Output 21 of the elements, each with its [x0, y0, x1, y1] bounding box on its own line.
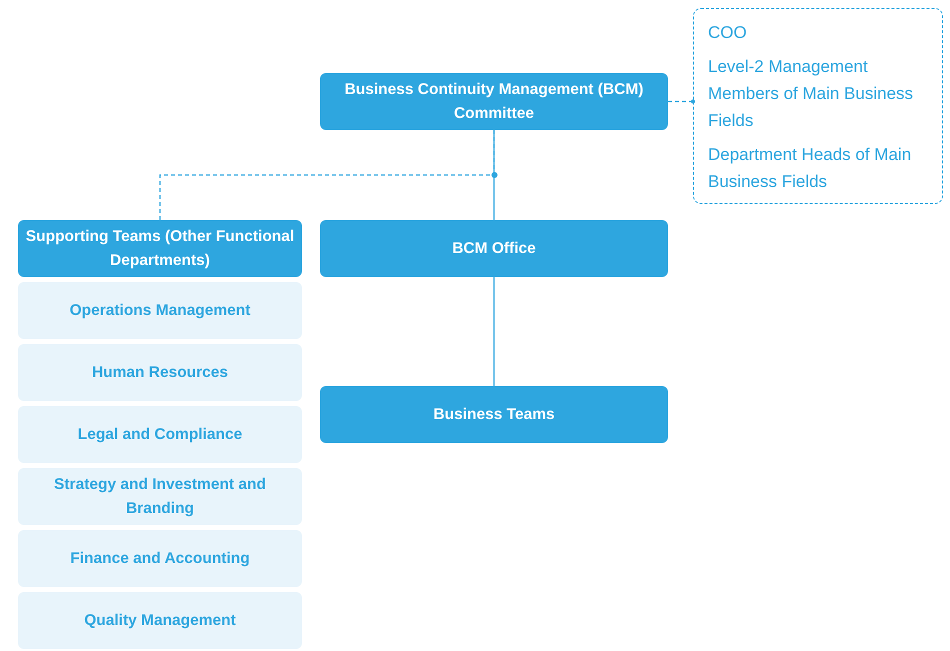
member-text: Department Heads of Main Business Fields: [708, 144, 912, 193]
org-box: [320, 386, 668, 443]
connector-line: [493, 130, 495, 220]
org-box: [18, 220, 302, 277]
connector-line: [493, 277, 495, 386]
member-text: COO: [708, 22, 747, 44]
box-label: Strategy and Investment and Branding: [53, 474, 267, 518]
box-label: Human Resources: [92, 362, 228, 382]
org-box: [320, 73, 668, 130]
box-label: Quality Management: [84, 610, 236, 630]
member-text: Level-2 Management Members of Main Business Fields: [708, 56, 914, 132]
box-label: Operations Management: [70, 300, 250, 320]
box-label: Business Teams: [433, 404, 555, 424]
box-label: Legal and Compliance: [78, 424, 242, 444]
org-box: [320, 220, 668, 277]
box-label: Finance and Accounting: [70, 548, 250, 568]
box-label: BCM Office: [452, 238, 536, 258]
box-label: Supporting Teams (Other Functional Departments): [24, 226, 296, 270]
connector-line: [668, 100, 695, 104]
member-note-box: [693, 8, 943, 204]
box-label: Business Continuity Management (BCM) Committee: [344, 80, 644, 124]
